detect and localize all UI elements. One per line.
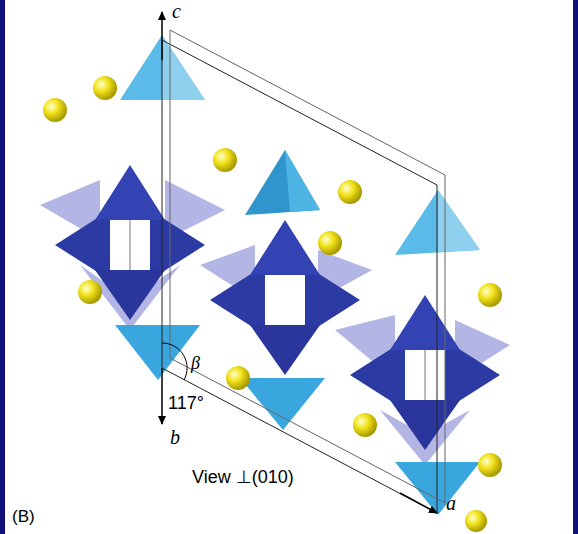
panel-ground	[5, 0, 573, 534]
octahedra-cluster	[210, 220, 360, 375]
unit-cell	[162, 30, 445, 513]
axis-label: c	[170, 0, 183, 22]
angle-symbol: β	[189, 354, 202, 374]
axis-label: a	[444, 492, 458, 514]
view-direction: View ⊥(010)	[190, 468, 296, 488]
octahedra-cluster	[55, 165, 205, 320]
panel-label: (B)	[10, 508, 37, 527]
octahedra-cluster	[350, 295, 500, 450]
axis-label: b	[168, 426, 182, 448]
cation-spheres	[43, 76, 502, 532]
axes	[162, 12, 437, 513]
back-octahedra	[40, 180, 510, 465]
angle-value: 117°	[166, 394, 206, 414]
